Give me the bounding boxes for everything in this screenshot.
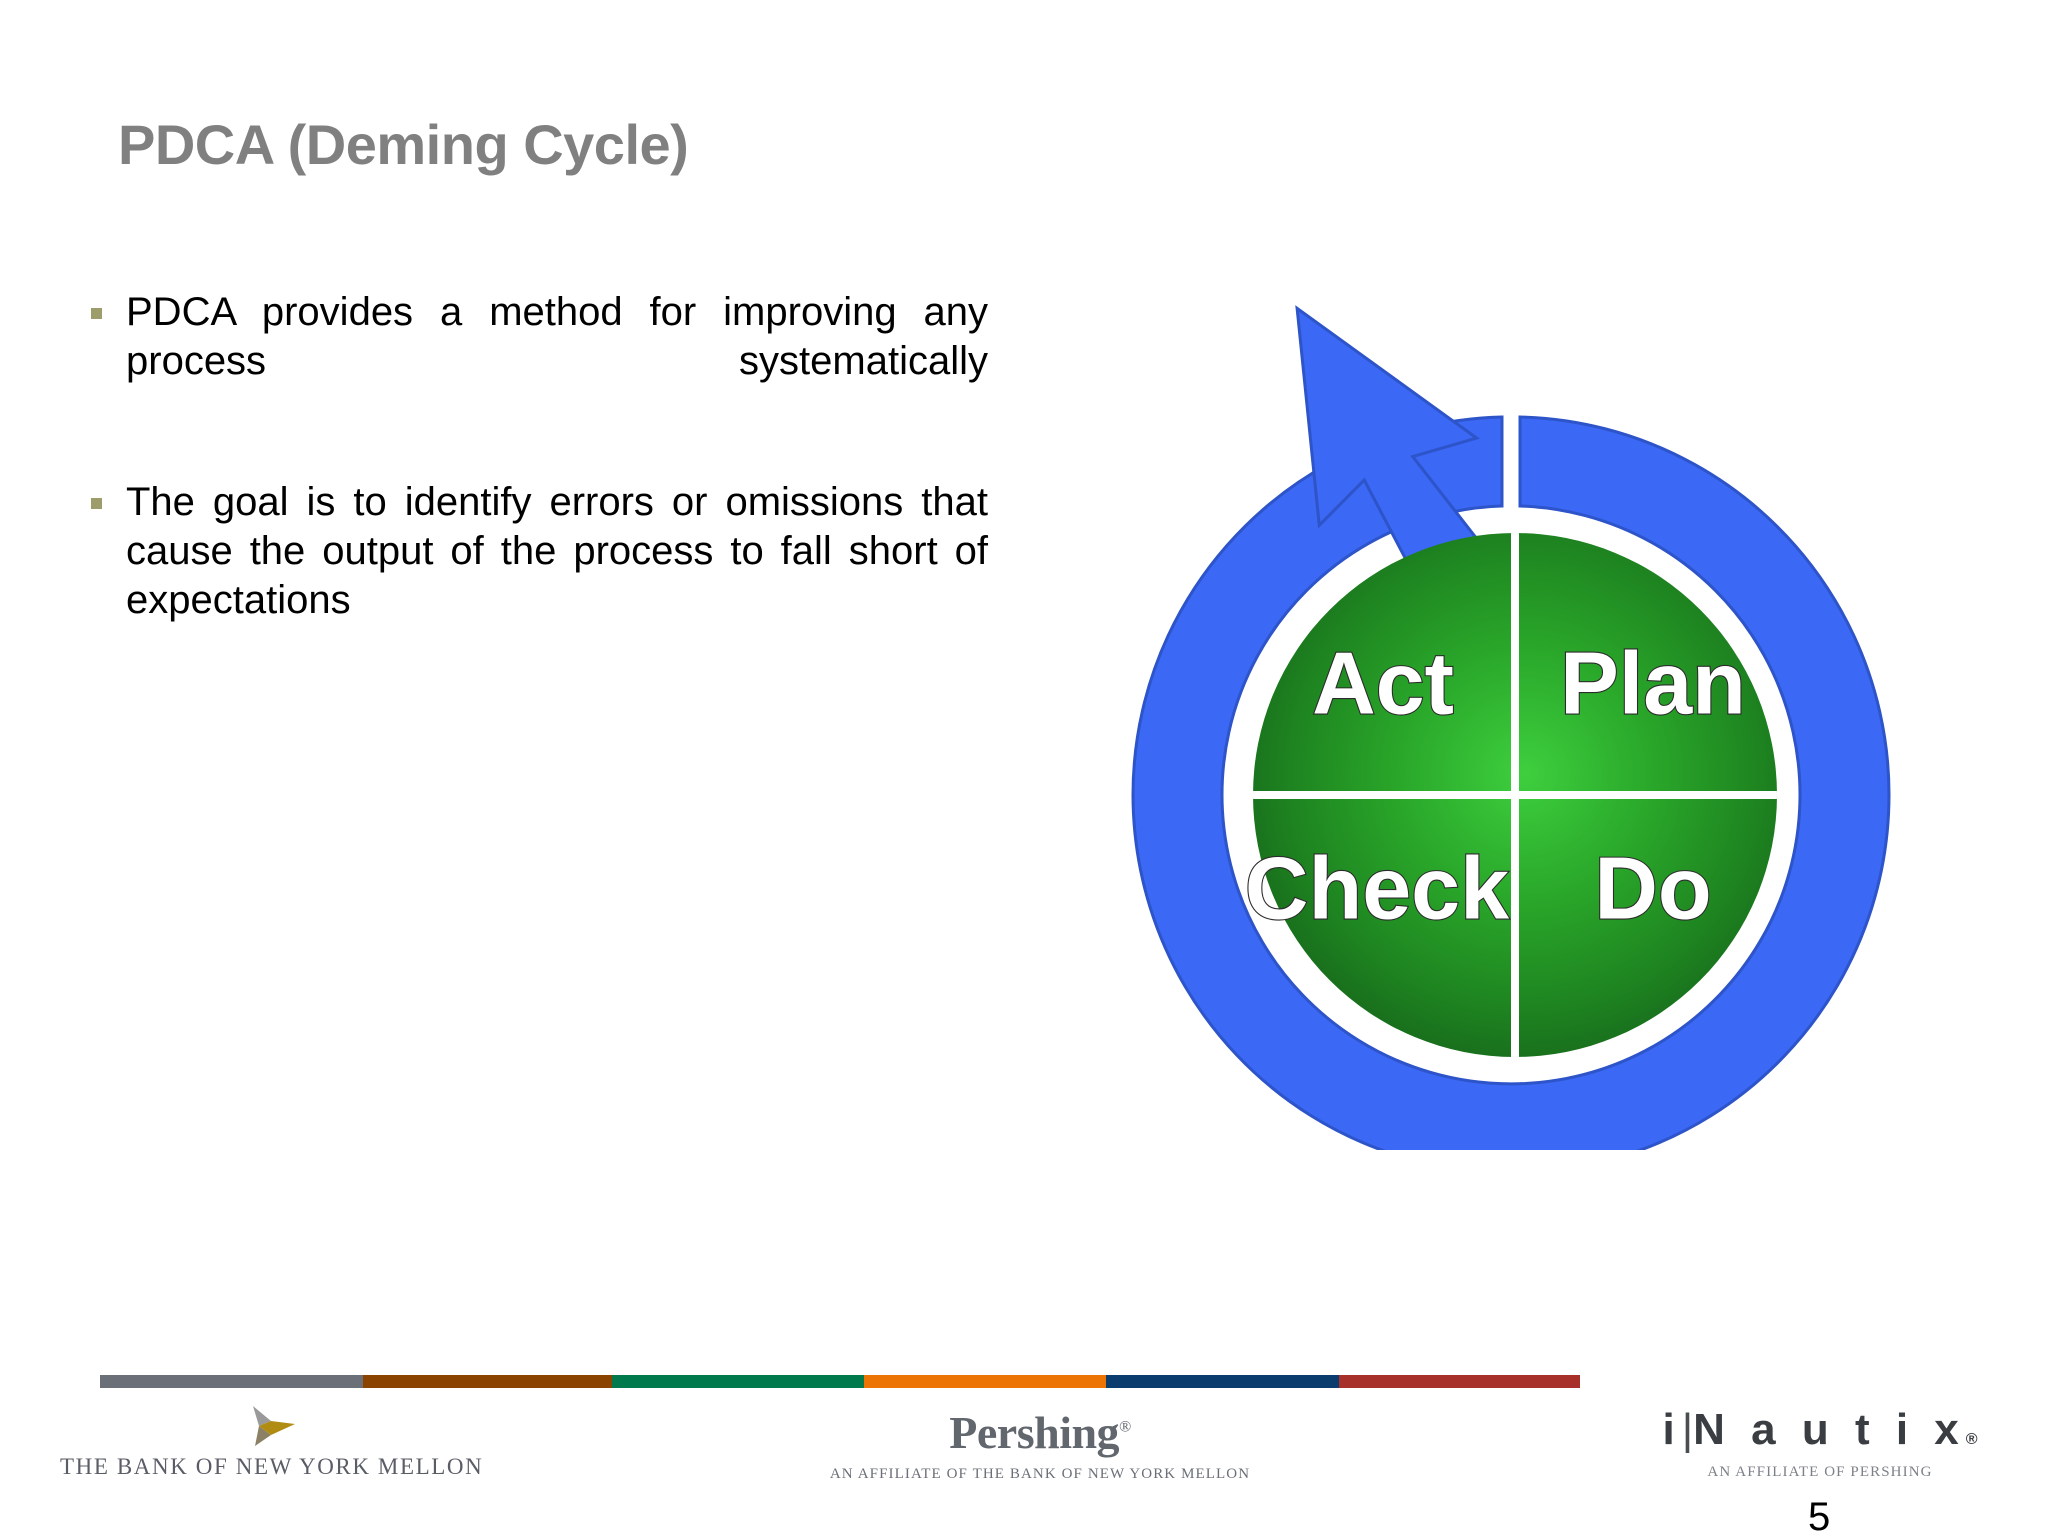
pershing-wordmark-text: Pershing bbox=[949, 1407, 1120, 1458]
footer-logos: THE BANK OF NEW YORK MELLON Pershing® AN… bbox=[0, 1400, 2048, 1536]
quadrant-label-act: Act bbox=[1312, 633, 1454, 732]
page-number: 5 bbox=[1808, 1498, 1831, 1536]
quadrant-dividers bbox=[1253, 533, 1777, 1057]
footer-segment-red bbox=[1339, 1375, 1580, 1388]
page-title: PDCA (Deming Cycle) bbox=[118, 113, 689, 176]
inautix-registered-mark: ® bbox=[1965, 1431, 1978, 1448]
inautix-tagline: AN AFFILIATE OF PERSHING bbox=[1707, 1464, 1933, 1480]
footer-color-bar bbox=[100, 1375, 1950, 1388]
footer-segment-gray bbox=[100, 1375, 363, 1388]
inautix-wordmark-divider: | bbox=[1681, 1405, 1694, 1454]
logo-inautix: i|N a u t i x® AN AFFILIATE OF PERSHING bbox=[1620, 1408, 2020, 1481]
pershing-tagline: AN AFFILIATE OF THE BANK OF NEW YORK MEL… bbox=[829, 1466, 1251, 1482]
quadrant-label-check: Check bbox=[1245, 838, 1510, 937]
inautix-wordmark-rest: N a u t i x bbox=[1693, 1405, 1966, 1454]
bullet-square-icon bbox=[91, 308, 102, 319]
list-item: PDCA provides a method for improving any… bbox=[88, 288, 988, 434]
inautix-wordmark-i: i bbox=[1662, 1405, 1682, 1454]
quadrant-label-do: Do bbox=[1594, 838, 1711, 937]
list-item: The goal is to identify errors or omissi… bbox=[88, 478, 988, 673]
footer-segment-brown bbox=[362, 1375, 613, 1388]
logo-bank-of-new-york-mellon: THE BANK OF NEW YORK MELLON bbox=[60, 1404, 484, 1480]
logo-pershing: Pershing® AN AFFILIATE OF THE BANK OF NE… bbox=[820, 1410, 1260, 1483]
pershing-registered-mark: ® bbox=[1119, 1418, 1131, 1436]
inautix-wordmark: i|N a u t i x® bbox=[1620, 1408, 2020, 1452]
pdca-cycle-diagram: Act Plan Check Do bbox=[1065, 250, 1965, 1150]
pershing-wordmark: Pershing® bbox=[820, 1410, 1260, 1456]
bullet-text-1: PDCA provides a method for improving any… bbox=[126, 290, 988, 383]
bullet-square-icon bbox=[91, 498, 102, 510]
bny-wordmark: THE BANK OF NEW YORK MELLON bbox=[60, 1454, 484, 1479]
footer-segment-navy bbox=[1106, 1375, 1340, 1388]
pdca-sphere: Act Plan Check Do bbox=[1244, 533, 1777, 1057]
footer-segment-green bbox=[612, 1375, 865, 1388]
footer-segment-orange bbox=[864, 1375, 1107, 1388]
quadrant-label-plan: Plan bbox=[1560, 633, 1746, 732]
bny-arrow-mark-icon bbox=[239, 1404, 301, 1448]
body-content: PDCA provides a method for improving any… bbox=[88, 288, 988, 718]
bullet-text-2: The goal is to identify errors or omissi… bbox=[126, 480, 988, 622]
